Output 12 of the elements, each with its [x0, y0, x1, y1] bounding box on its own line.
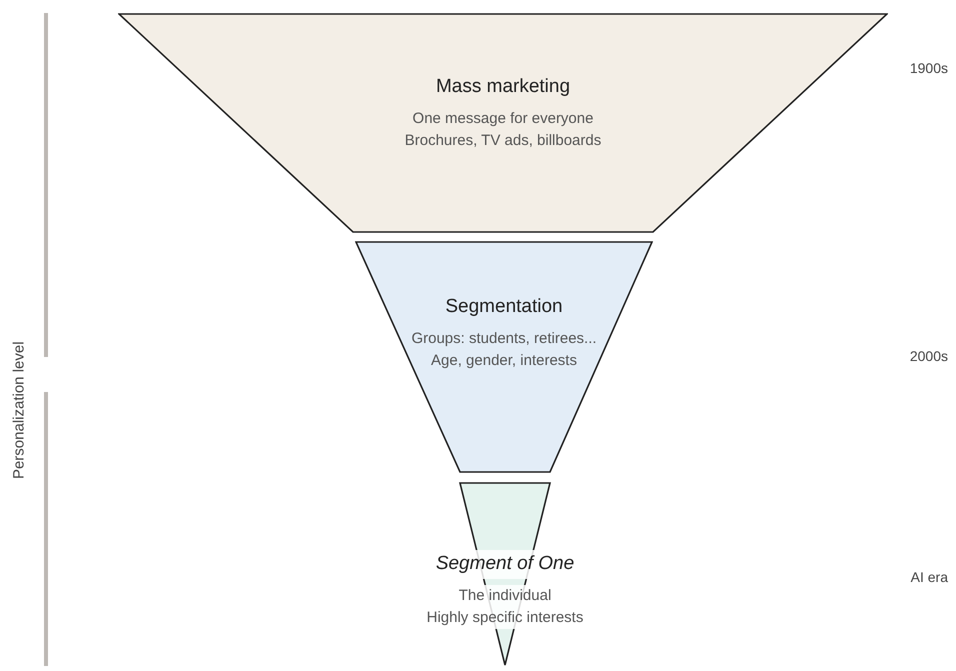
- stage-description: One message for everyone: [412, 108, 594, 128]
- era-label: 2000s: [910, 347, 948, 366]
- funnel-stage: [355, 241, 653, 473]
- era-label: AI era: [910, 568, 948, 587]
- stage-title: Mass marketing: [436, 75, 570, 99]
- stage-description: Brochures, TV ads, billboards: [404, 130, 602, 150]
- era-label: 1900s: [910, 59, 948, 78]
- stage-description: Groups: students, retirees...: [411, 328, 597, 348]
- stage-title: Segmentation: [445, 295, 563, 319]
- funnel-stage: [118, 13, 888, 233]
- stage-description: Age, gender, interests: [431, 350, 577, 370]
- axis-label: Personalization level: [10, 341, 29, 479]
